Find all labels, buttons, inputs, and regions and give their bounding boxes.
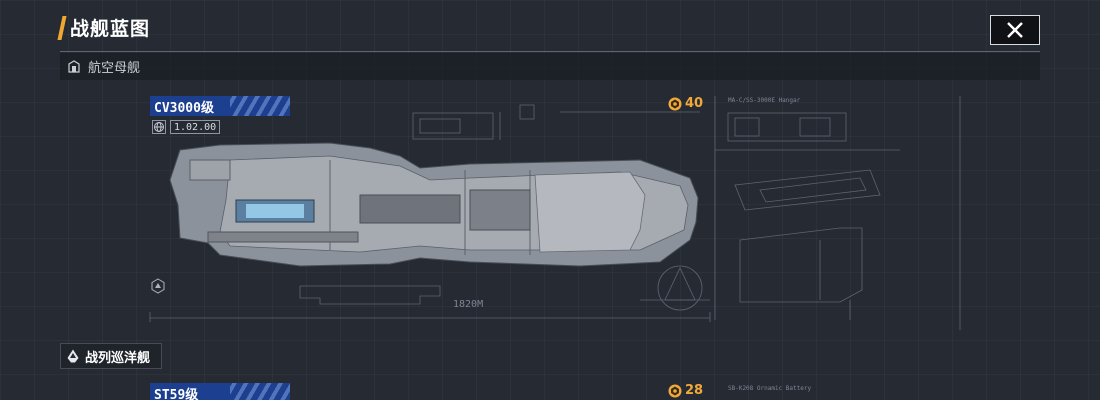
page-header: 战舰蓝图 xyxy=(57,14,151,41)
ship-class-name: CV3000级 xyxy=(154,100,214,116)
schematic-right-top xyxy=(727,112,847,142)
ship-class-name-st59: ST59级 xyxy=(154,387,199,400)
section-header-battlecruiser[interactable]: 战列巡洋舰 xyxy=(60,343,162,369)
close-button[interactable] xyxy=(990,15,1040,45)
section-label-battlecruiser: 战列巡洋舰 xyxy=(85,350,151,366)
version-row: 1.02.00 xyxy=(152,120,221,134)
globe-icon xyxy=(152,120,166,134)
cost-st59: 28 xyxy=(668,383,703,398)
resource-icon xyxy=(668,384,682,397)
page-title: 战舰蓝图 xyxy=(70,18,151,40)
section-header-carrier[interactable]: 航空母舰 xyxy=(60,53,1040,80)
blueprint-caption-cv: MA-C/SS-3000E Hangar xyxy=(728,97,801,104)
cost-value: 40 xyxy=(685,96,704,111)
close-icon xyxy=(1007,22,1023,38)
battlecruiser-icon xyxy=(67,349,79,363)
schematic-hull-side xyxy=(299,285,441,305)
schematic-top-box xyxy=(412,112,494,140)
ship-tag-st59[interactable]: ST59级 xyxy=(150,383,290,400)
carrier-model[interactable] xyxy=(169,142,699,267)
hangar-icon xyxy=(68,60,80,73)
cost-cv3000: 40 xyxy=(668,96,703,111)
section-label-carrier: 航空母舰 xyxy=(88,61,141,76)
ship-marker-icon xyxy=(151,278,165,294)
resource-icon xyxy=(668,97,682,110)
version-number: 1.02.00 xyxy=(170,120,221,134)
ship-tag-cv3000[interactable]: CV3000级 xyxy=(150,96,290,116)
length-label: 1820M xyxy=(453,299,483,310)
blueprint-caption-st: SB-K208 Ornamic Battery xyxy=(728,385,811,392)
header-divider xyxy=(60,51,1040,52)
tag-stripes xyxy=(230,96,290,116)
cost-value-st59: 28 xyxy=(685,383,704,398)
schematic-circle xyxy=(657,265,703,311)
schematic-right-block xyxy=(739,227,863,303)
tag-stripes-st59 xyxy=(230,383,290,400)
